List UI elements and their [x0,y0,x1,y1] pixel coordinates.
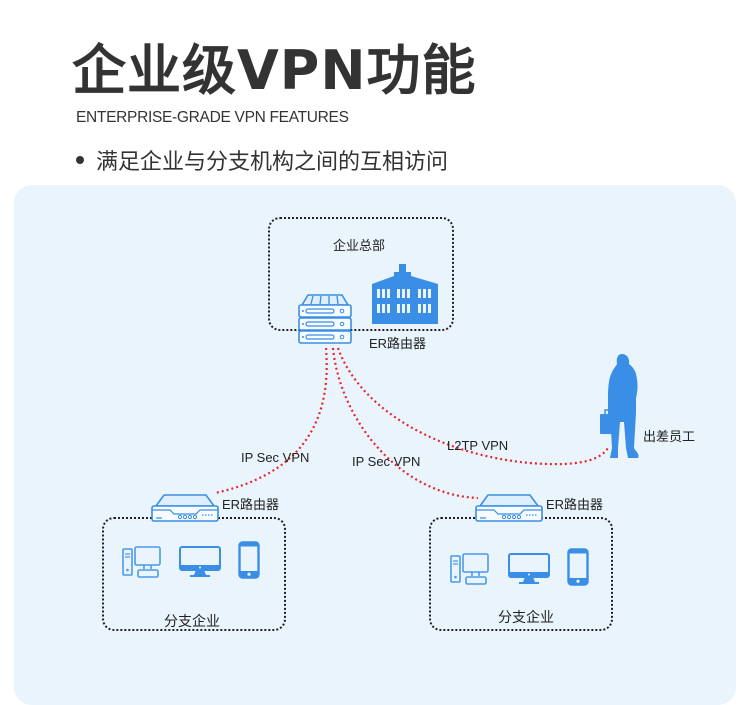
headquarters-router-label: ER路由器 [369,336,427,351]
headquarters-box [268,217,454,331]
page-title: 企业级VPN功能 [72,39,477,102]
branch-right-router-label: ER路由器 [546,497,604,512]
ipsec-link-left [214,347,328,495]
l2tp-link [336,347,609,466]
branch-left-label: 分支企业 [164,613,220,629]
smartphone-icon [567,548,589,586]
remote-worker-label: 出差员工 [643,429,696,444]
page-subtitle: ENTERPRISE-GRADE VPN FEATURES [76,109,349,126]
branch-right-router-icon [475,494,543,522]
feature-bullet: 满足企业与分支机构之间的互相访问 [74,144,448,176]
ipsec-link-left-label: IP Sec VPN [241,450,310,465]
ipsec-link-right-label: IP Sec VPN [352,454,421,469]
bullet-dot-icon [76,156,84,164]
branch-left-router-icon [151,494,219,522]
branch-right-label: 分支企业 [498,609,554,625]
vpn-links [214,347,609,500]
desktop-pc-icon [122,546,161,578]
businessman-icon [600,354,639,458]
desktop-pc-icon [450,553,489,585]
branch-left-router-label: ER路由器 [222,497,280,512]
rack-router-icon [298,294,352,344]
headquarters-label: 企业总部 [333,238,386,253]
feature-bullet-text: 满足企业与分支机构之间的互相访问 [96,150,449,175]
monitor-icon [179,546,221,577]
l2tp-link-label: L2TP VPN [447,438,509,453]
office-building-icon [372,264,438,324]
smartphone-icon [238,541,260,579]
ipsec-link-right [331,347,479,500]
monitor-icon [508,553,550,584]
